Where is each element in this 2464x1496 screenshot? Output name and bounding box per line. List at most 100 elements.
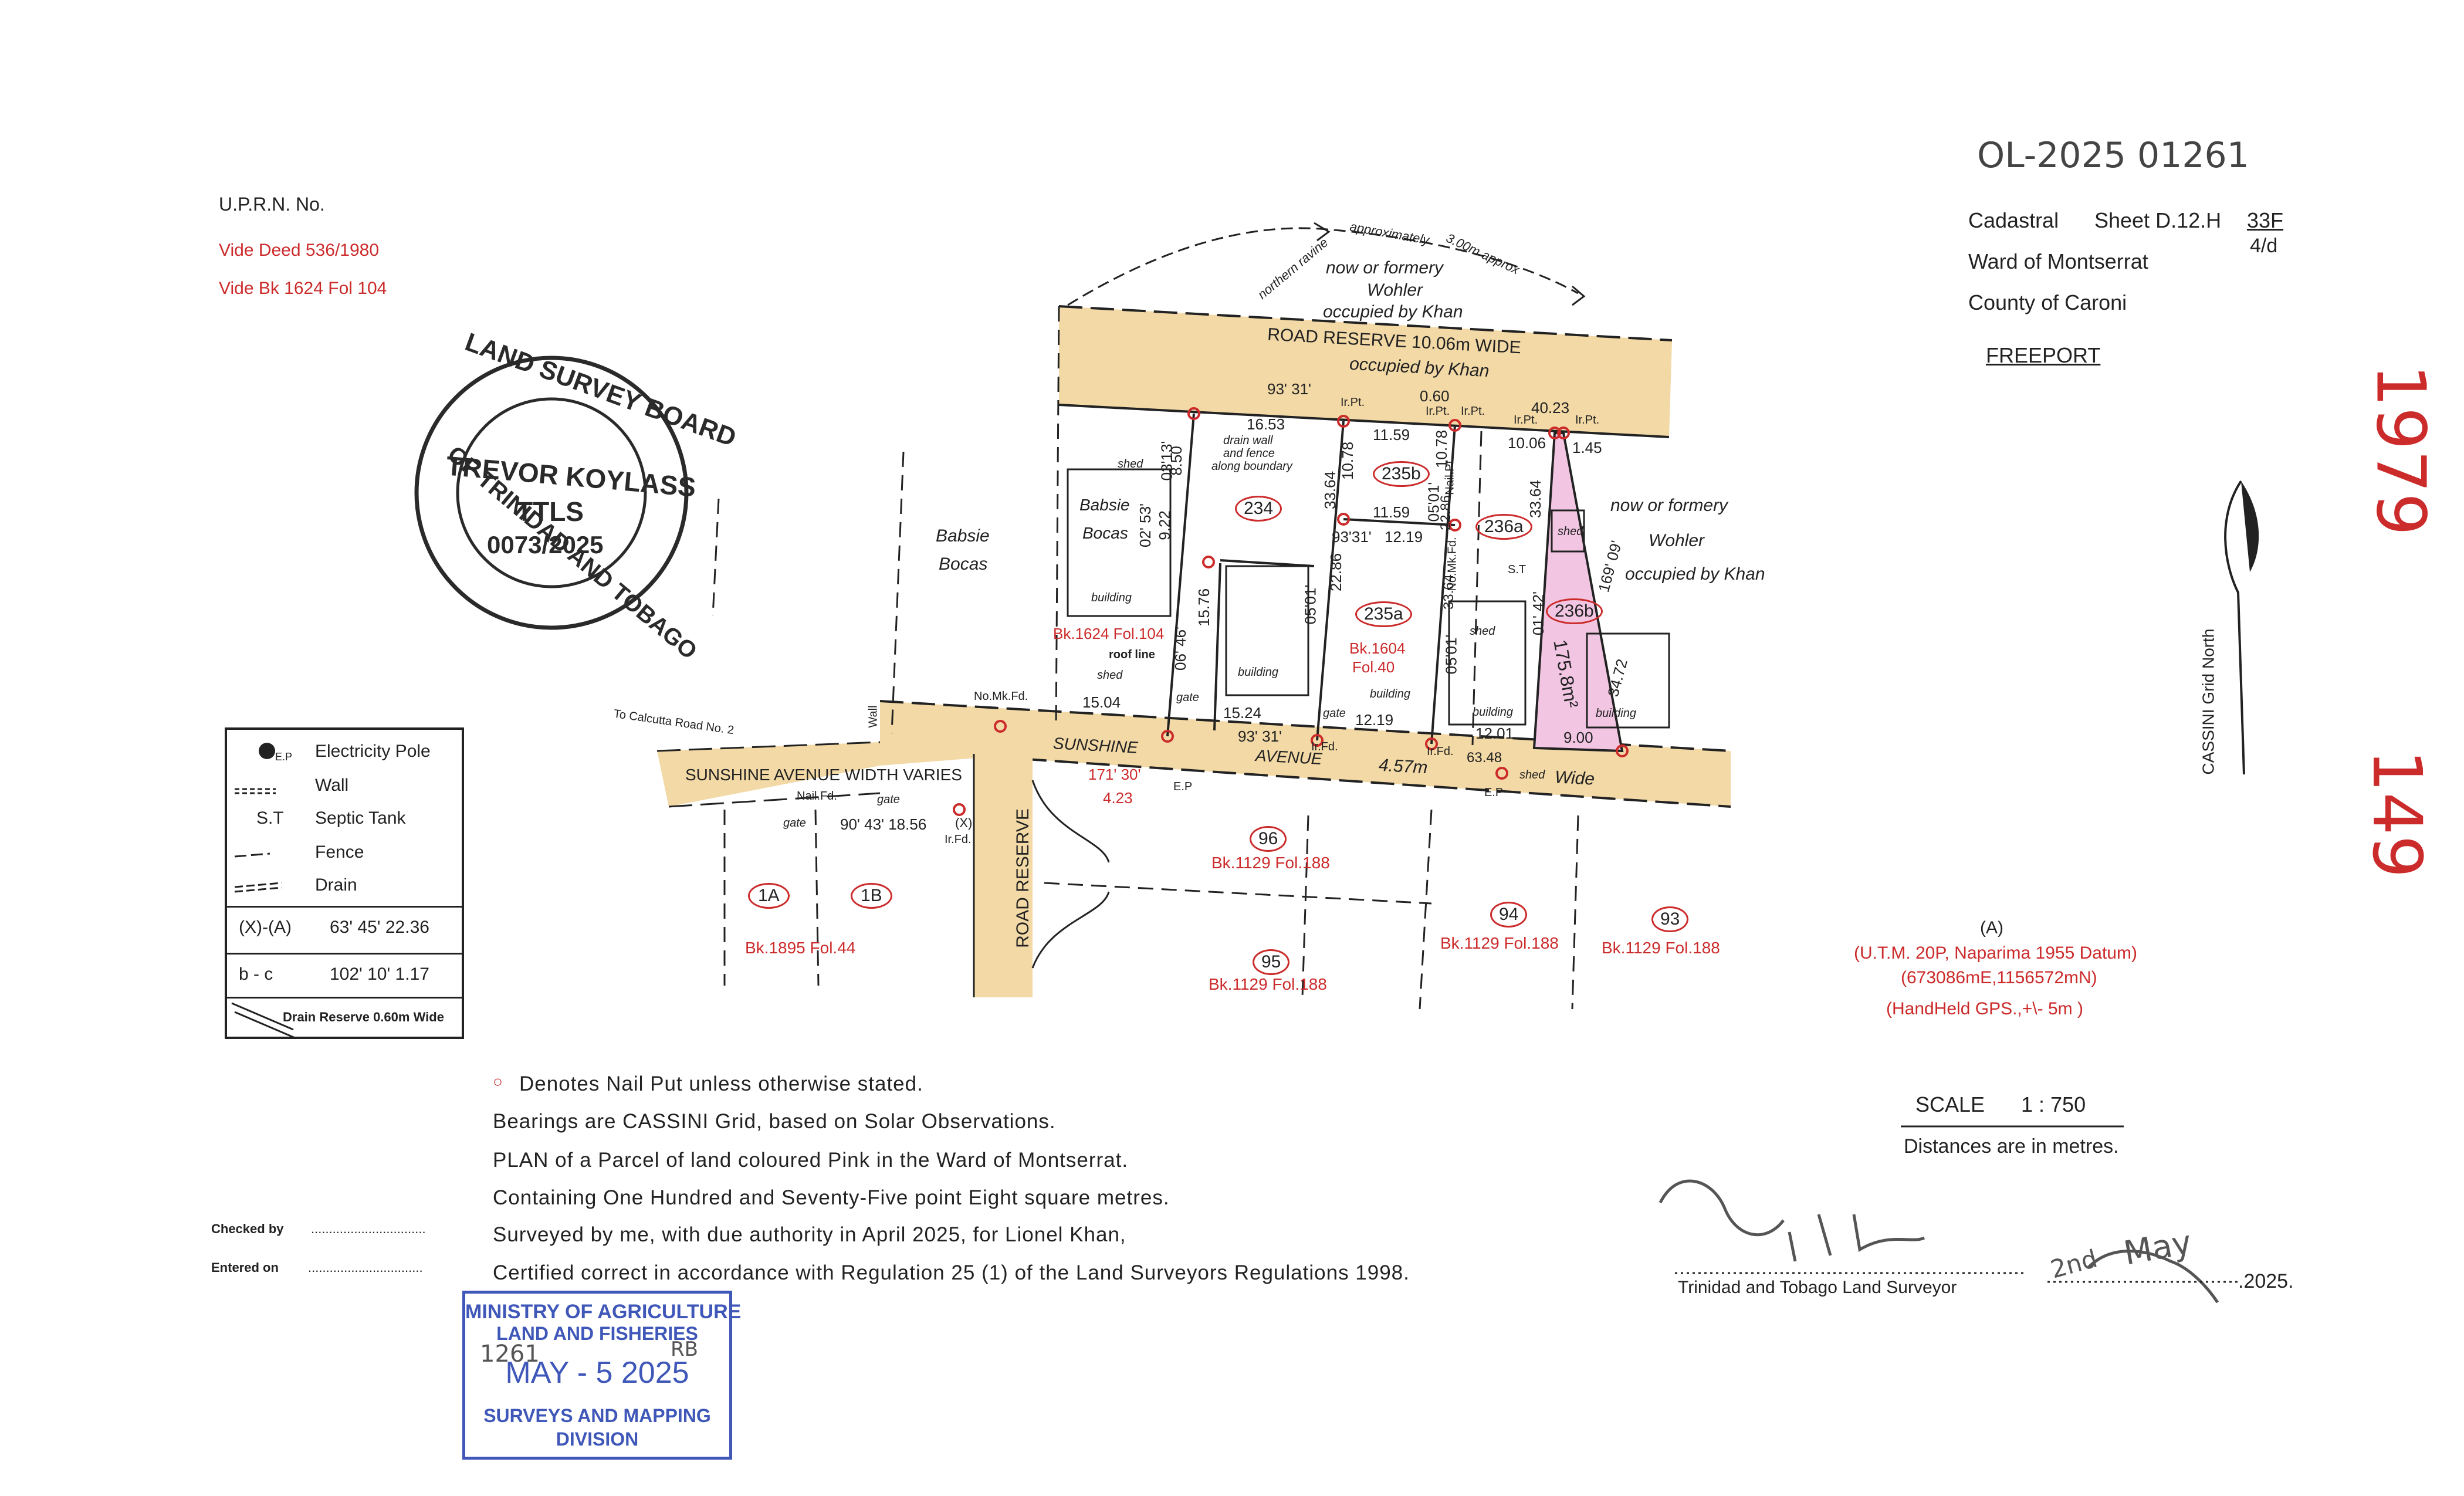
lot-236a: 236a <box>1475 514 1532 540</box>
note-surveyed: Surveyed by me, with due authority in Ap… <box>493 1223 1126 1246</box>
m-12-19-a: 12.19 <box>1385 528 1423 546</box>
irpt-2: Ir.Pt. <box>1426 405 1450 418</box>
west-owner-1: Babsie <box>936 526 990 546</box>
coord-point: (A) <box>1980 918 2003 937</box>
bk-1604-2: Fol.40 <box>1352 658 1395 676</box>
margin-number-149: 149 <box>2357 749 2436 878</box>
gate-2: gate <box>1323 707 1346 720</box>
wide-width-label: 4.57m <box>1378 755 1429 778</box>
legend-electricity-pole: Electricity Pole <box>315 742 431 761</box>
m-90-43: 90' 43' 18.56 <box>840 815 927 833</box>
m-06-46: 06' 46' <box>1172 627 1189 671</box>
sheet-code-top: 33F <box>2247 208 2284 232</box>
north-owner-2: Wohler <box>1367 280 1423 300</box>
bk-1624: Bk.1624 Fol.104 <box>1053 625 1165 642</box>
building-2: building <box>1238 666 1278 679</box>
sheet-code-bottom: 4/d <box>2250 235 2278 257</box>
legend-septic-symbol: S.T <box>256 808 284 828</box>
east-owner-3: occupied by Khan <box>1625 564 1765 584</box>
m-15-76: 15.76 <box>1195 588 1213 627</box>
place: FREEPORT <box>1986 343 2101 367</box>
road-reserve-vertical-label: ROAD RESERVE <box>1013 808 1033 948</box>
ministry-stamp: MINISTRY OF AGRICULTURE LAND AND FISHERI… <box>462 1291 741 1460</box>
coord-accuracy: (HandHeld GPS.,+\- 5m ) <box>1886 999 2083 1018</box>
ministry-line3: SURVEYS AND MAPPING <box>483 1405 711 1426</box>
roof-line-label: roof line <box>1109 648 1155 661</box>
note-nail-put: Denotes Nail Put unless otherwise stated… <box>519 1072 923 1095</box>
gate-4: gate <box>877 793 900 806</box>
m-15-24: 15.24 <box>1223 704 1262 722</box>
legend-xa-label: (X)-(A) <box>239 918 292 937</box>
cassini-north-label: CASSINI Grid North <box>2199 628 2218 775</box>
north-owner-1: now or formery <box>1326 258 1444 277</box>
irpt-5: Ir.Pt. <box>1575 414 1600 427</box>
nomkfd-1: No.Mk.Fd. <box>974 690 1028 703</box>
lot-236b: 236b <box>1546 598 1603 624</box>
vide-bk: Vide Bk 1624 Fol 104 <box>219 279 387 298</box>
shed-1: shed <box>1118 458 1143 471</box>
m-171-30: 171' 30' <box>1088 766 1141 783</box>
building-1: building <box>1091 591 1132 604</box>
stamp-title: TTLS <box>516 496 584 527</box>
m-12-01: 12.01 <box>1475 725 1514 742</box>
m-0-60: 0.60 <box>1420 387 1450 405</box>
sunshine-avenue-width-label: SUNSHINE AVENUE WIDTH VARIES <box>685 766 962 784</box>
m-05-01-b: 05'01' <box>1301 584 1319 625</box>
legend-bc-value: 102' 10' 1.17 <box>330 964 429 984</box>
gate-3: gate <box>783 817 806 830</box>
m-12-19-b: 12.19 <box>1355 711 1394 729</box>
bk-1129-94: Bk.1129 Fol.188 <box>1440 934 1559 952</box>
road-reserve-north <box>1059 306 1672 437</box>
ministry-handwritten-initials: RB <box>671 1338 698 1361</box>
legend-box: E.P Electricity Pole Wall S.T Septic Tan… <box>225 727 464 1039</box>
vide-deed: Vide Deed 536/1980 <box>219 241 380 260</box>
north-owner-3: occupied by Khan <box>1323 302 1463 321</box>
lot-235b: 235b <box>1373 461 1430 487</box>
stamp-number: 0073/2025 <box>487 531 604 559</box>
building-4: building <box>1473 706 1513 719</box>
bk-1895: Bk.1895 Fol.44 <box>745 939 856 957</box>
irpt-4: Ir.Pt. <box>1514 414 1538 427</box>
m-10-78-a: 10.78 <box>1339 441 1357 480</box>
irfd-2: Ir.Fd. <box>1427 745 1454 758</box>
bk-1129-95: Bk.1129 Fol.188 <box>1209 975 1327 993</box>
ep-2: E.P <box>1484 786 1504 799</box>
lot-1b: 1B <box>851 883 892 909</box>
m-15-04: 15.04 <box>1082 693 1121 711</box>
m-9-22: 9.22 <box>1155 510 1173 540</box>
m-93-31-top: 93' 31' <box>1267 380 1311 398</box>
x-mark: (X) <box>955 815 973 830</box>
ep-legend-symbol: E.P <box>275 751 293 763</box>
ministry-date: MAY - 5 2025 <box>505 1356 689 1390</box>
lot-235a: 235a <box>1355 601 1412 627</box>
inner-owner-1: Babsie <box>1079 496 1130 514</box>
lot-95: 95 <box>1253 949 1290 975</box>
east-owner-2: Wohler <box>1649 531 1705 550</box>
m-05-01-c: 05'01' <box>1442 634 1460 675</box>
m-93-31-mid: 93'31' <box>1332 528 1372 546</box>
building-5: building <box>1596 707 1636 720</box>
lot-93: 93 <box>1651 906 1689 932</box>
surveyor-role: Trinidad and Tobago Land Surveyor <box>1678 1278 1957 1297</box>
margin-number-1979: 1979 <box>2361 364 2440 536</box>
bk-1129-93: Bk.1129 Fol.188 <box>1602 939 1720 957</box>
lot-1a: 1A <box>748 883 790 909</box>
lot-94: 94 <box>1490 902 1528 928</box>
m-33-64-a: 33.64 <box>1321 471 1339 510</box>
west-owner-2: Bocas <box>939 554 988 574</box>
legend-fence: Fence <box>315 842 364 862</box>
m-22-86: 22.86 <box>1438 495 1454 531</box>
gate-1: gate <box>1176 691 1199 704</box>
m-02-53: 02' 53' <box>1136 503 1154 547</box>
ministry-handwritten-number: 1261 <box>480 1341 540 1368</box>
ministry-line4: DIVISION <box>556 1429 639 1450</box>
m-40-23: 40.23 <box>1531 399 1570 417</box>
legend-septic-tank: Septic Tank <box>315 808 406 828</box>
uprn-label: U.P.R.N. No. <box>219 194 325 215</box>
m-11-59-a: 11.59 <box>1373 426 1410 444</box>
lot-96: 96 <box>1250 826 1287 852</box>
coord-values: (673086mE,1156572mN) <box>1901 968 2097 987</box>
signature-scribble <box>1659 1179 1925 1262</box>
wall-label: Wall <box>867 705 880 728</box>
shed-5: shed <box>1519 769 1545 781</box>
